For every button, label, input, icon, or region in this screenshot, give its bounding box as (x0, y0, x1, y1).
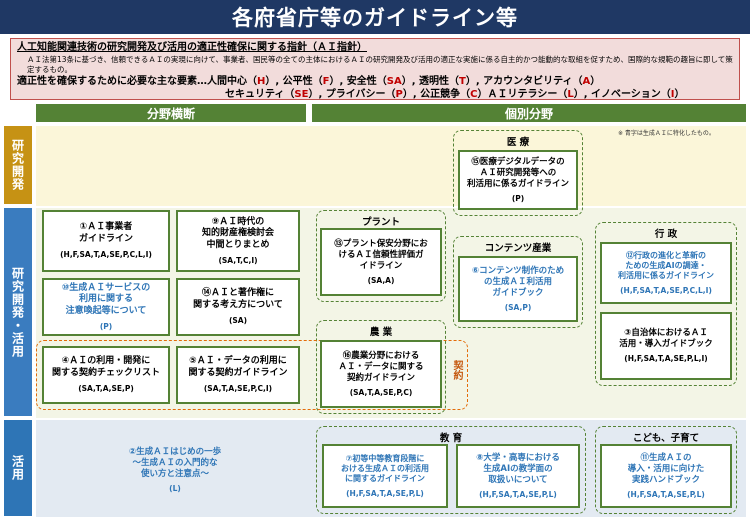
box-ip-study-report: ⑨ＡＩ時代の 知的財産権検討会 中間とりまとめ(SA,T,C,I) (176, 210, 300, 272)
box-university-genai: ⑧大学・高専における 生成AIの教学面の 取扱いについて(H,F,SA,T,A,… (456, 444, 580, 508)
box-genai-first-step: ②生成ＡＩはじめの一歩 ～生成ＡＩの入門的な 使い方と注意点～(L) (128, 446, 222, 493)
box-municipal-ai: ③自治体におけるＡＩ 活用・導入ガイドブック(H,F,SA,T,A,SE,P,L… (600, 312, 732, 380)
contract-label: 契約 (451, 360, 462, 380)
group-title-content: コンテンツ産業 (484, 243, 552, 254)
row-background-research (36, 126, 746, 206)
box-agri-contract: ⑯農業分野における ＡＩ・データに関する 契約ガイドライン(SA,T,A,SE,… (320, 340, 442, 408)
principles-line-1: 適正性を確保するために必要な主な要素…人間中心（H）, 公平性（F）, 安全性（… (17, 75, 601, 87)
box-contract-checklist: ④ＡＩの利用・開発に 関する契約チェックリスト(SA,T,A,SE,P) (42, 346, 170, 404)
group-title-child: こども、子育て (632, 433, 700, 444)
box-k12-genai: ⑦初等中等教育段階に おける生成ＡＩの利活用 に関するガイドライン(H,F,SA… (322, 444, 448, 508)
group-title-medical: 医 療 (506, 137, 530, 148)
group-title-edu: 教 育 (439, 433, 463, 444)
header-specific-sector: 個別分野 (312, 104, 746, 122)
row-label-research: 研究開発 (4, 126, 32, 204)
group-admin (595, 222, 737, 386)
group-plant (316, 210, 446, 302)
group-title-agri: 農 業 (369, 327, 393, 338)
header-cross-sector: 分野横断 (36, 104, 306, 122)
group-agri (316, 320, 446, 414)
box-genai-service-caution: ⑩生成ＡＩサービスの 利用に関する 注意喚起等について(P) (42, 278, 170, 336)
legend-note: ※ 青字は生成ＡＩに特化したもの。 (618, 130, 715, 137)
box-medical-data: ⑮医療デジタルデータの ＡＩ研究開発等への 利活用に係るガイドライン(P) (458, 150, 578, 210)
row-label-research-use: 研究開発・活用 (4, 208, 32, 416)
box-plant-safety: ⑬プラント保安分野にお けるＡＩ信頼性評価ガ イドライン(SA,A) (320, 228, 442, 296)
guideline-title: 人工知能関連技術の研究開発及び活用の適正性確保に関する指針（ＡＩ指針） (17, 42, 367, 53)
page-title: 各府省庁等のガイドライン等 (0, 0, 750, 34)
row-label-use: 活用 (4, 420, 32, 516)
group-title-plant: プラント (361, 217, 400, 228)
box-ai-data-contract: ⑤ＡＩ・データの利用に 関する契約ガイドライン(SA,T,A,SE,P,C,I) (176, 346, 300, 404)
ai-guideline-panel: 人工知能関連技術の研究開発及び活用の適正性確保に関する指針（ＡＩ指針） ＡＩ法第… (10, 38, 740, 100)
guideline-description: ＡＩ法第13条に基づき、信頼できるＡＩの実現に向けて、事業者、国民等の全ての主体… (27, 54, 733, 74)
group-content (453, 236, 583, 328)
group-title-admin: 行 政 (654, 229, 678, 240)
box-ai-business-guideline: ①ＡＩ事業者 ガイドライン(H,F,SA,T,A,SE,P,C,L,I) (42, 210, 170, 272)
principles-line-2: セキュリティ（SE）, プライバシー（P）, 公正競争（C）ＡＩリテラシー（L）… (225, 89, 685, 101)
contract-group (36, 340, 468, 410)
box-ai-copyright: ⑭ＡＩと著作権に 関する考え方について(SA) (176, 278, 300, 336)
box-childcare-genai: ⑪生成ＡＩの 導入・活用に向けた 実践ハンドブック(H,F,SA,T,A,SE,… (600, 444, 732, 508)
box-content-genai: ⑥コンテンツ制作のため の生成ＡＩ利活用 ガイドブック(SA,P) (458, 256, 578, 322)
group-edu (316, 426, 586, 514)
group-medical (453, 130, 583, 216)
box-admin-genai: ⑫行政の進化と革新の ための生成AIの調達・ 利活用に係るガイドライン(H,F,… (600, 242, 732, 304)
group-child (595, 426, 737, 514)
